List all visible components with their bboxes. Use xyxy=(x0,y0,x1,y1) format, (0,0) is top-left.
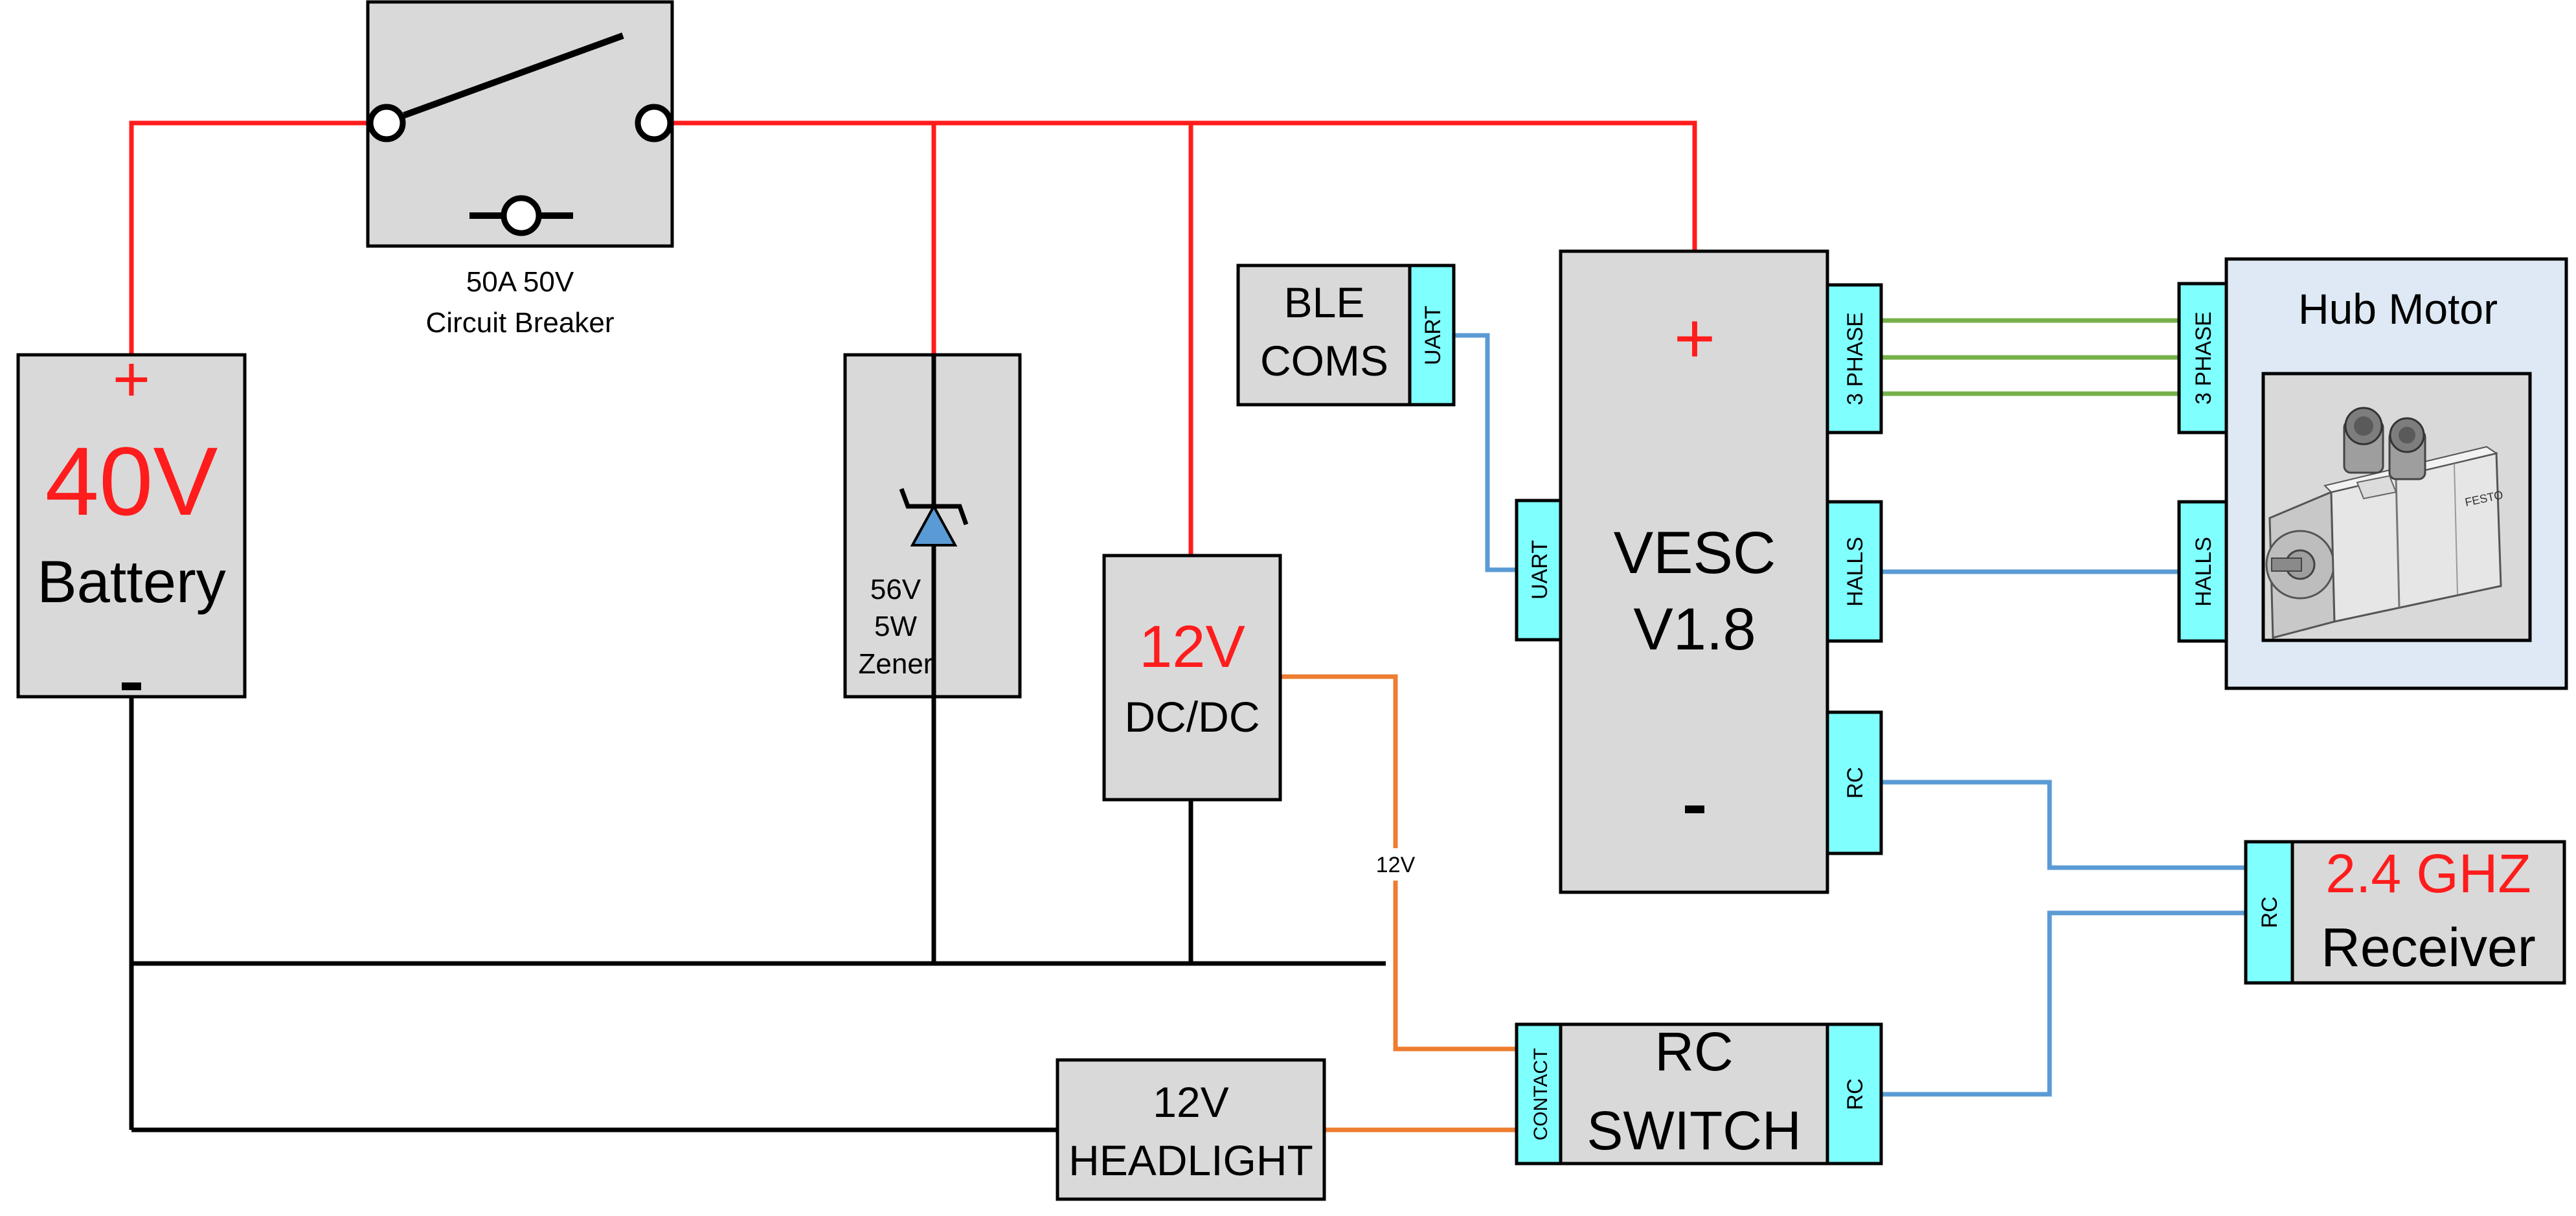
dcdc-converter: 12V DC/DC xyxy=(1102,554,1282,802)
vesc-version: V1.8 xyxy=(1633,596,1756,662)
vesc-uart-port xyxy=(1515,499,1563,642)
headlight-box xyxy=(1056,1058,1326,1201)
rc-switch: RC SWITCH CONTACT RC xyxy=(1515,1021,1883,1165)
zener-label-name: Zener xyxy=(859,648,933,680)
vesc-box xyxy=(1559,249,1829,894)
motor-title: Hub Motor xyxy=(2298,285,2498,333)
ble-label-line1: BLE xyxy=(1284,278,1365,326)
headlight-label-voltage: 12V xyxy=(1153,1078,1228,1126)
vesc-uart-port-label: UART xyxy=(1528,540,1552,600)
vesc-phase-port-label: 3 PHASE xyxy=(1843,312,1868,405)
vesc-name: VESC xyxy=(1614,520,1776,586)
vesc-controller: + VESC V1.8 UART 3 PHASE HALLS RC xyxy=(1515,249,1883,894)
hub-motor: Hub Motor FESTO 3 PHASE HALLS xyxy=(2177,257,2568,690)
breaker-reset-button xyxy=(501,195,542,236)
rc-switch-box xyxy=(1559,1022,1829,1165)
rc-switch-rc-port-label: RC xyxy=(1843,1078,1868,1110)
breaker-label-rating: 50A 50V xyxy=(466,266,574,298)
ground-wires xyxy=(129,698,1386,1132)
receiver: 2.4 GHZ Receiver RC xyxy=(2244,840,2566,985)
receiver-name: Receiver xyxy=(2321,917,2535,978)
ble-label-line2: COMS xyxy=(1260,337,1388,385)
zener-triangle-icon xyxy=(910,503,958,546)
ble-uart-port-label: UART xyxy=(1421,306,1445,365)
zener-diode: 56V 5W Zener xyxy=(843,353,1022,699)
wire-label-12v: 12V xyxy=(1376,853,1416,877)
rc-switch-contact-port-label: CONTACT xyxy=(1530,1048,1552,1141)
motor-halls-port xyxy=(2177,500,2228,643)
rc-switch-label-line1: RC xyxy=(1655,1021,1733,1082)
vesc-rc-wire xyxy=(1881,780,2246,870)
zener-label-voltage: 56V xyxy=(870,574,921,605)
battery: + 40V Battery xyxy=(16,343,247,699)
headlight-label-name: HEADLIGHT xyxy=(1068,1136,1313,1184)
dcdc-name: DC/DC xyxy=(1125,693,1260,741)
vesc-rc-port xyxy=(1825,710,1883,855)
ble-box xyxy=(1236,264,1412,407)
battery-plus: + xyxy=(113,343,150,416)
vesc-halls-port xyxy=(1825,500,1883,643)
zener-cathode-icon xyxy=(899,488,969,526)
motor-phase-port-label: 3 PHASE xyxy=(2191,311,2216,405)
zener-label-power: 5W xyxy=(874,611,917,642)
wire-label-bg xyxy=(1366,848,1425,881)
dcdc-voltage: 12V xyxy=(1139,614,1245,680)
vesc-rc-port-label: RC xyxy=(1843,767,1868,798)
dcdc-box xyxy=(1102,554,1282,802)
headlight: 12V HEADLIGHT xyxy=(1056,1058,1326,1201)
battery-voltage: 40V xyxy=(45,427,218,535)
uart-wire xyxy=(1454,333,1517,572)
vesc-plus: + xyxy=(1674,298,1715,378)
receiver-frequency: 2.4 GHZ xyxy=(2325,843,2531,904)
rc-switch-rc-port xyxy=(1825,1022,1883,1165)
vesc-phase-port xyxy=(1825,283,1883,434)
servo-motor-icon: FESTO xyxy=(2265,407,2504,639)
battery-to-breaker-wire xyxy=(129,120,387,355)
signal-wires xyxy=(1454,333,2246,1097)
phase-wires xyxy=(1881,318,2179,396)
rc-switch-label-line2: SWITCH xyxy=(1587,1100,1801,1161)
breaker-terminal-right xyxy=(635,104,673,142)
battery-box xyxy=(16,353,247,699)
breaker-contact-arm xyxy=(403,32,624,118)
ble-uart-port xyxy=(1408,264,1456,407)
vesc-halls-port-label: HALLS xyxy=(1843,537,1868,607)
breaker-to-vesc-wire xyxy=(654,120,1697,251)
power-wires xyxy=(129,120,1697,556)
rc-switch-contact-port xyxy=(1515,1022,1563,1165)
receiver-box xyxy=(2290,840,2566,985)
receiver-rc-port xyxy=(2244,840,2294,985)
motor-halls-port-label: HALLS xyxy=(2191,537,2216,607)
battery-name: Battery xyxy=(37,549,225,615)
receiver-rc-port-label: RC xyxy=(2257,896,2282,928)
ble-module: BLE COMS UART xyxy=(1236,264,1456,407)
circuit-breaker: 50A 50V Circuit Breaker xyxy=(366,0,674,339)
motor-phase-port xyxy=(2177,282,2228,434)
breaker-terminal-left xyxy=(367,104,406,142)
breaker-label-name: Circuit Breaker xyxy=(426,307,615,339)
switch-rc-wire xyxy=(1881,910,2246,1097)
